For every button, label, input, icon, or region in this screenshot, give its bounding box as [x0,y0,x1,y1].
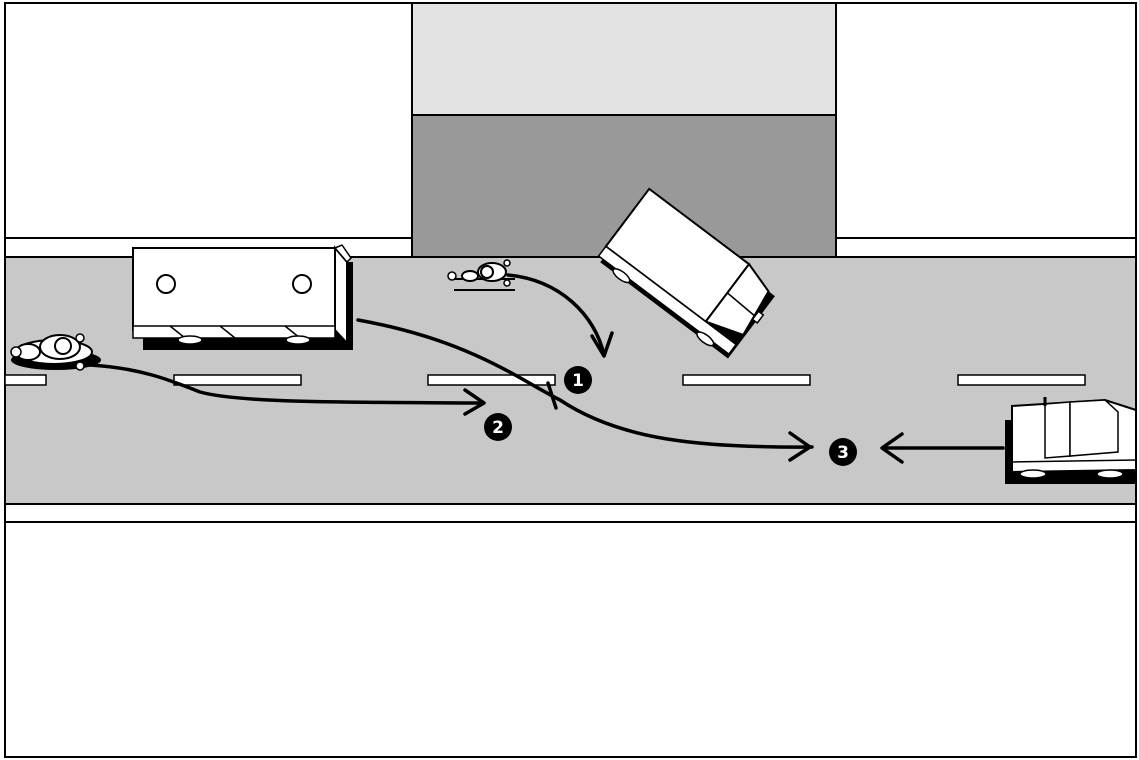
bicycle-icon [447,259,515,291]
bicycle-path-arrow [506,273,606,357]
arrowhead-icon [463,388,486,416]
sidewalk-top-right [835,237,1137,258]
car-icon [1005,397,1137,484]
marker-number: 2 [492,418,504,438]
marker-number: 3 [837,443,849,463]
sidewalk-bottom [4,503,1137,523]
building-upper-area [411,2,837,116]
lane-dash [682,374,811,386]
building [411,2,837,258]
motorcycle-path-arrow [88,363,482,405]
marker-2: 2 [484,413,512,441]
marker-3: 3 [829,438,857,466]
bus-icon [132,244,353,350]
marker-number: 1 [572,371,584,391]
arrowhead-icon [546,381,558,410]
truck-icon [597,187,775,359]
bus-path-arrow [356,318,814,449]
lane-markings [4,374,1086,386]
lane-dash [173,374,302,386]
motorcycle-icon [10,333,101,371]
lane-dash [957,374,1086,386]
movement-paths [88,273,1005,464]
lane-dash [4,374,47,386]
arrowhead-icon [880,432,904,464]
arrowhead-icon [788,431,812,462]
arrowhead-icon [590,331,614,358]
lane-dash [427,374,556,386]
marker-1: 1 [564,366,592,394]
